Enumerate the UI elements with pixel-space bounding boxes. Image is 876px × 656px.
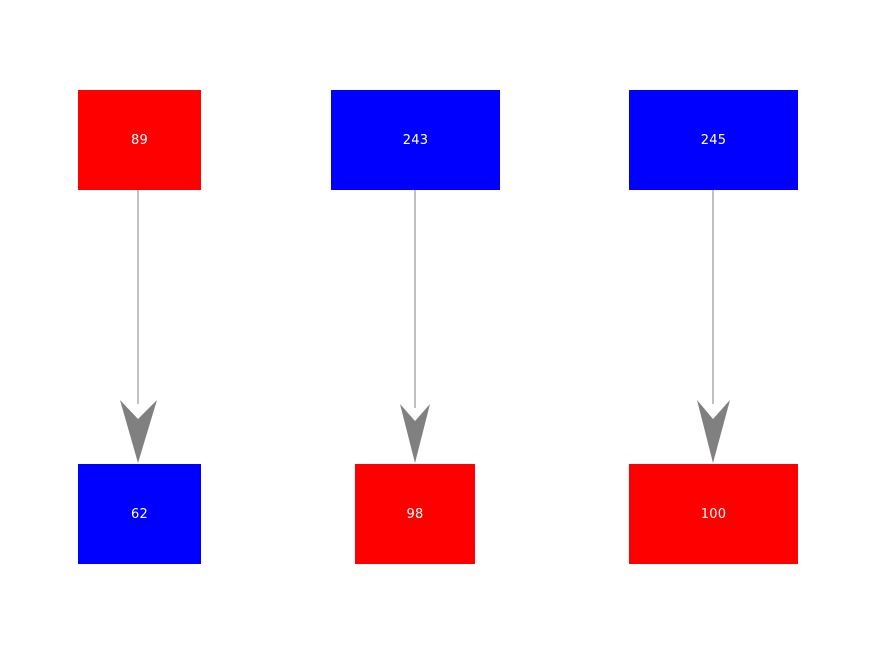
node-label-n5: 98 (406, 506, 424, 522)
node-box-n1[interactable]: 89 (78, 90, 201, 190)
arrowhead-n2-n5 (400, 404, 430, 463)
node-label-n1: 89 (131, 132, 148, 148)
node-box-n6[interactable]: 100 (629, 464, 798, 564)
node-box-n2[interactable]: 243 (331, 90, 500, 190)
edge-n3-n6 (697, 190, 730, 463)
node-box-n4[interactable]: 62 (78, 464, 201, 564)
node-label-n4: 62 (131, 506, 148, 522)
edge-n2-n5 (400, 190, 430, 463)
node-label-n3: 245 (700, 132, 727, 148)
node-box-n3[interactable]: 245 (629, 90, 798, 190)
node-box-n5[interactable]: 98 (355, 464, 475, 564)
arrowhead-n3-n6 (697, 400, 730, 463)
node-label-n6: 100 (700, 506, 727, 522)
node-label-n2: 243 (402, 132, 429, 148)
arrowhead-n1-n4 (120, 400, 157, 463)
edge-n1-n4 (120, 190, 157, 463)
